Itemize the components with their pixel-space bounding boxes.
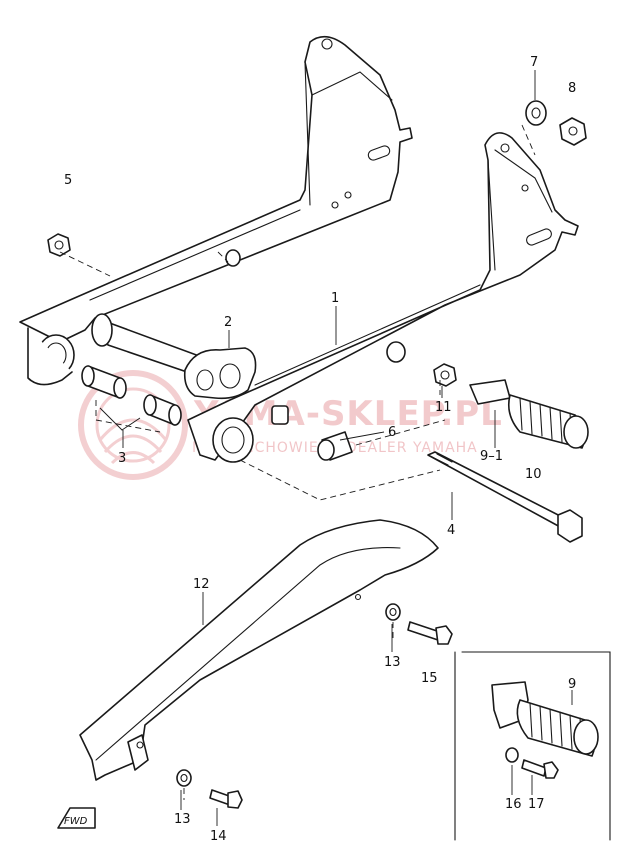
nut-8 <box>559 117 587 146</box>
watermark-logo <box>78 370 188 480</box>
callout-13-lower: 13 <box>174 812 191 827</box>
callout-14: 14 <box>210 829 227 844</box>
fwd-label: FWD <box>64 816 88 827</box>
footrest-right <box>469 379 589 449</box>
collar-13-upper <box>385 603 401 621</box>
callout-2: 2 <box>224 315 232 330</box>
collars <box>81 365 182 426</box>
left-bracket-arm <box>19 35 413 386</box>
chain-guard <box>79 519 439 781</box>
callout-12: 12 <box>193 577 210 592</box>
callout-9-1: 9–1 <box>480 449 503 464</box>
nut-11 <box>433 363 457 387</box>
callout-10: 10 <box>525 467 542 482</box>
callout-16: 16 <box>505 797 522 812</box>
callout-11: 11 <box>435 400 452 415</box>
bolt-15 <box>407 621 453 645</box>
callout-labels: 1 2 3 4 5 6 7 8 9–1 10 11 12 13 15 9 16 … <box>64 55 576 844</box>
assembly-lines <box>59 124 536 800</box>
washer-7 <box>525 100 547 126</box>
bolt-4 <box>427 451 583 543</box>
callout-17: 17 <box>528 797 545 812</box>
callout-1: 1 <box>331 291 339 306</box>
callout-3: 3 <box>118 451 126 466</box>
callout-15: 15 <box>421 671 438 686</box>
callout-5: 5 <box>64 173 72 188</box>
bracket-plate <box>183 347 257 400</box>
bolt-14 <box>209 789 243 809</box>
callout-13-upper: 13 <box>384 655 401 670</box>
collar-13-lower <box>176 769 192 787</box>
callout-8: 8 <box>568 81 576 96</box>
inset-box <box>454 651 611 841</box>
callout-7: 7 <box>530 55 538 70</box>
nut-5 <box>47 233 71 257</box>
callout-6: 6 <box>388 425 396 440</box>
callout-9: 9 <box>568 677 576 692</box>
callout-4: 4 <box>447 523 455 538</box>
front-direction-mark: FWD <box>57 807 96 829</box>
arm-nut <box>225 249 241 267</box>
leader-lines <box>99 70 573 826</box>
right-bracket-arm <box>187 132 579 463</box>
